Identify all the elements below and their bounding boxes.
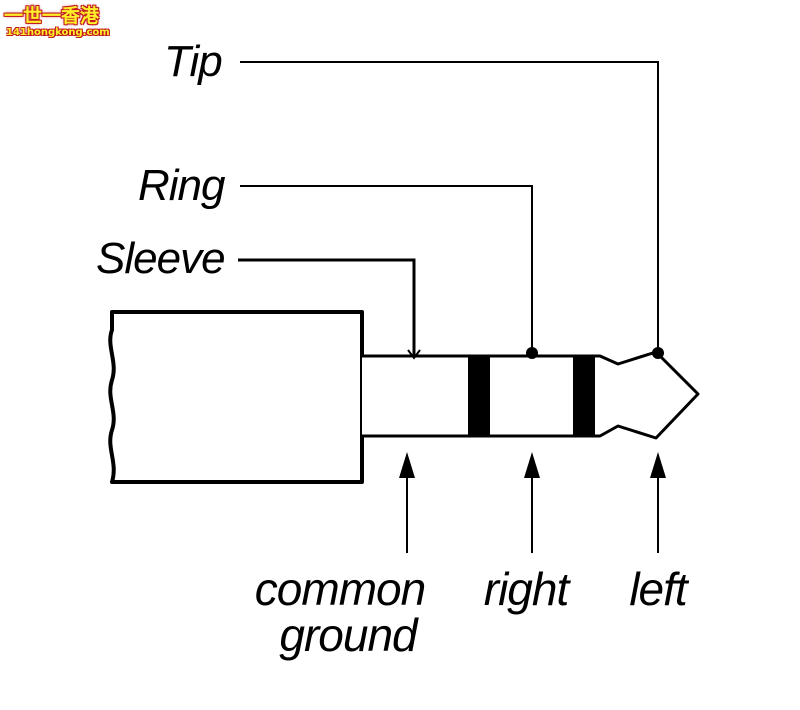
tip-label: Tip [164, 37, 223, 86]
right-arrow [524, 452, 540, 553]
site-watermark-logo: 一世一香港 141hongkong.com [0, 0, 124, 44]
ground-label: ground [279, 609, 417, 661]
left-channel-label: left [629, 563, 687, 615]
watermark-url: 141hongkong.com [6, 27, 110, 38]
tip-contact-dot [652, 347, 664, 359]
ring-label: Ring [138, 161, 225, 210]
left-arrow [650, 452, 666, 553]
tip-leader-line [240, 61, 659, 352]
ring-leader-line [240, 185, 533, 352]
sleeve-label: Sleeve [96, 234, 226, 283]
sleeve-leader-line [238, 258, 416, 356]
common-label: common [254, 563, 426, 615]
insulator-band-2 [573, 356, 595, 436]
plug-shaft [362, 350, 700, 440]
common-ground-arrow [399, 452, 415, 553]
sleeve-contact-mark [407, 349, 421, 360]
ring-contact-dot [526, 347, 538, 359]
insulator-band-1 [468, 356, 490, 436]
watermark-title: 一世一香港 [4, 5, 100, 27]
right-channel-label: right [483, 563, 569, 615]
plug-body [108, 310, 364, 484]
